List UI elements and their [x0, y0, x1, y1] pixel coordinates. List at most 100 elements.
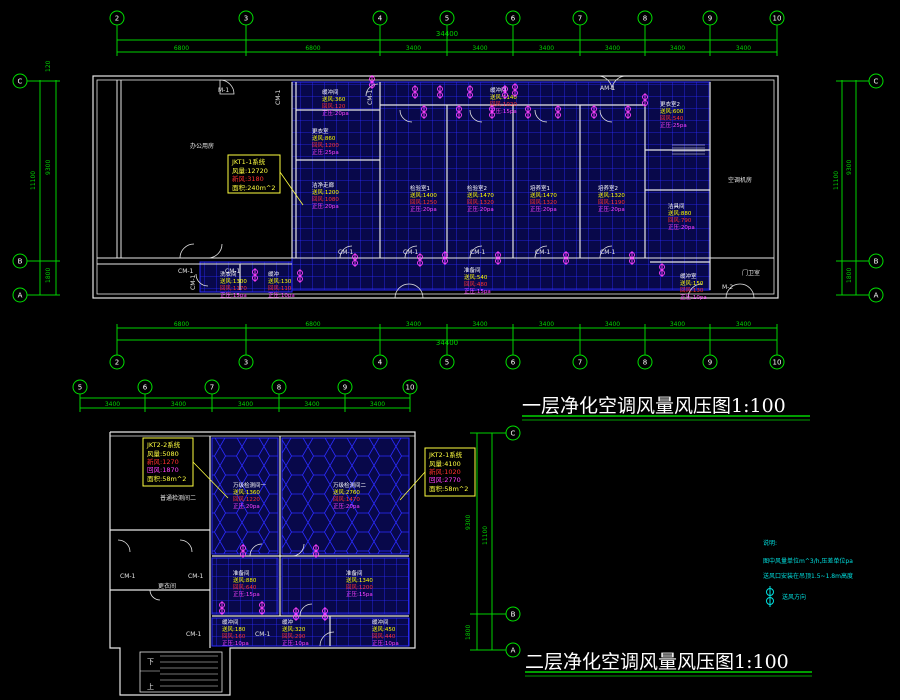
plan2-callout-left-fresh: 新风:1270	[147, 457, 179, 466]
door-label: CM-1	[470, 249, 486, 256]
axis-bubble: 5	[439, 10, 455, 26]
axis-bubble: 2	[109, 354, 125, 370]
room-return-air: 回风:440	[372, 633, 396, 640]
axis-bubble: 9	[337, 379, 353, 395]
plan2-title: 二层净化空调风量风压图1:100	[525, 651, 789, 673]
room-name: 缓冲	[268, 270, 280, 278]
room-name: 缓冲室	[680, 272, 697, 280]
air-diffuser-icon	[489, 105, 495, 119]
axis-bubble-label: A	[874, 292, 879, 300]
dim-label: 3400	[539, 45, 554, 52]
air-diffuser-icon	[293, 607, 299, 621]
dim-label: 6800	[305, 321, 320, 328]
axis-bubble: 8	[271, 379, 287, 395]
axis-bubble-label: 7	[578, 359, 582, 367]
room-supply-air: 送风:1200	[312, 188, 339, 196]
room-supply-air: 送风:2760	[333, 488, 360, 496]
door-label: CM-1	[178, 268, 194, 275]
room-return-air: 回风:1170	[220, 285, 247, 292]
room-name: 洗衣间	[220, 270, 237, 278]
plan2-callout-left-name: JKT2-2系统	[146, 440, 181, 449]
room-return-air: 回风:1470	[333, 496, 360, 503]
room-pressure: 正压:20pa	[312, 203, 339, 210]
plan2-left-room2-label: 更衣间	[158, 582, 176, 590]
room-supply-air: 送风:180	[222, 625, 246, 633]
room-supply-air: 送风:1300	[220, 277, 247, 285]
room-name: 检验室1	[410, 184, 430, 192]
room-pressure: 正压:20pa	[233, 503, 260, 510]
room-pressure: 正压:20pa	[410, 206, 437, 213]
air-diffuser-icon	[412, 85, 418, 99]
axis-bubble: 8	[637, 354, 653, 370]
axis-bubble-label: 10	[773, 15, 782, 23]
axis-bubble: 6	[137, 379, 153, 395]
room-pressure: 正压:15pa	[490, 108, 517, 115]
room-pressure: 正压:20pa	[322, 110, 349, 117]
plan1-callout-air: 风量:12720	[232, 167, 268, 175]
axis-bubble-label: 5	[78, 384, 82, 392]
dim-label: 3400	[238, 401, 253, 408]
door-label: CM-1	[186, 631, 202, 638]
room-pressure: 正压:10pa	[680, 294, 707, 301]
plan1-ahu-room-label: 空调机房	[728, 176, 752, 184]
axis-bubble-label: B	[18, 258, 23, 266]
axis-bubble-label: 5	[445, 15, 449, 23]
dim-label: 3400	[406, 321, 421, 328]
air-diffuser-icon	[437, 85, 443, 99]
axis-bubble: 6	[505, 10, 521, 26]
air-diffuser-icon	[259, 601, 265, 615]
axis-bubble-label: 8	[643, 359, 647, 367]
axis-bubble: A	[505, 642, 521, 658]
plan1-guard-room-label: 门卫室	[742, 269, 760, 277]
room-return-air: 回风:1020	[490, 101, 517, 108]
room-pressure: 正压:10pa	[282, 640, 309, 647]
axis-bubble-label: 6	[511, 359, 516, 367]
air-diffuser-icon	[417, 253, 423, 267]
axis-bubble: 5	[439, 354, 455, 370]
room-supply-air: 送风:880	[668, 209, 692, 217]
dim-label: 3400	[105, 401, 120, 408]
axis-bubble-label: 9	[708, 359, 712, 367]
room-supply-air: 送风:860	[312, 134, 336, 142]
axis-bubble-label: 2	[115, 359, 119, 367]
room-name: 缓冲间	[222, 618, 239, 626]
dim-label: 3400	[539, 321, 554, 328]
room-pressure: 正压:20pa	[668, 224, 695, 231]
room-return-air: 回风:110	[268, 285, 292, 292]
axis-bubble-label: B	[874, 258, 879, 266]
plan1-office-label: 办公用房	[190, 142, 214, 150]
dim-label: 3400	[605, 45, 620, 52]
room-pressure: 正压:15pa	[464, 288, 491, 295]
room-supply-air: 送风:880	[233, 576, 257, 584]
plan2-callout-right-air: 风量:4100	[429, 460, 461, 468]
dim-label: 3400	[171, 401, 186, 408]
room-return-air: 回风:1200	[312, 142, 339, 149]
door-label: CM-1	[188, 573, 204, 580]
plan2-callout-left-ret: 回风:1870	[147, 466, 179, 474]
axis-bubble: 3	[238, 10, 254, 26]
air-diffuser-icon	[297, 269, 303, 283]
dim-label: 3400	[605, 321, 620, 328]
air-diffuser-icon	[456, 105, 462, 119]
plan1-callout-fresh: 新风:3180	[232, 174, 264, 183]
axis-bubble: 10	[402, 379, 418, 395]
room-pressure: 正压:25pa	[312, 149, 339, 156]
stair-up-label: 上	[147, 682, 154, 691]
room-return-air: 回风:290	[282, 633, 306, 640]
notes-heading: 说明:	[763, 539, 777, 547]
plan2-callout-left-air: 风量:5080	[147, 450, 179, 458]
room-name: 万级检测间一	[233, 481, 267, 489]
dim-label: 3400	[370, 401, 385, 408]
plan1-dim-right-1800: 1800	[846, 268, 853, 283]
room-supply-air: 送风:360	[322, 95, 346, 103]
